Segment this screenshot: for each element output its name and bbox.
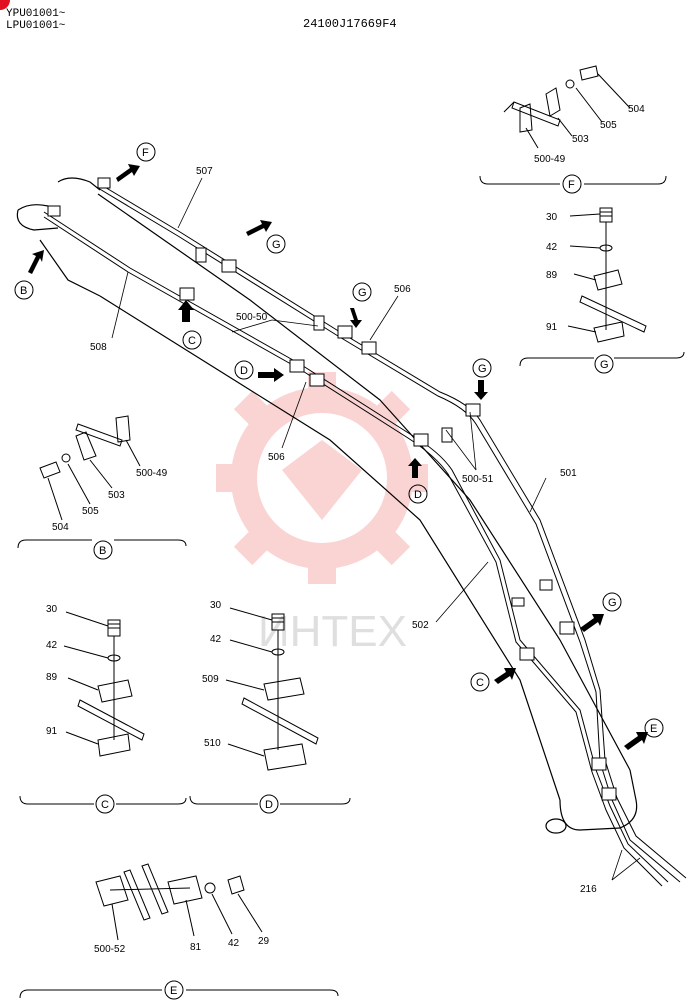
b-label-504: 504 bbox=[52, 522, 69, 533]
b-label-505: 505 bbox=[82, 506, 99, 517]
callout-g-1: G bbox=[272, 239, 281, 251]
g-label-42: 42 bbox=[546, 242, 558, 253]
logo-corner-mark bbox=[0, 0, 10, 10]
callout-g-4: G bbox=[608, 597, 617, 609]
watermark-gear-logo bbox=[216, 372, 428, 584]
watermark-text: ИНТЕХ bbox=[258, 607, 407, 656]
g-label-30: 30 bbox=[546, 212, 558, 223]
detail-d bbox=[189, 607, 351, 814]
view-callouts bbox=[14, 142, 664, 738]
label-506-upper: 506 bbox=[394, 284, 411, 295]
view-label-d: D bbox=[265, 799, 273, 811]
label-508: 508 bbox=[90, 342, 107, 353]
g-label-89: 89 bbox=[546, 270, 558, 281]
hose-clamps bbox=[47, 177, 617, 801]
detail-g bbox=[519, 207, 685, 374]
d-label-42: 42 bbox=[210, 634, 222, 645]
label-500-50: 500-50 bbox=[236, 312, 268, 323]
label-506-lower: 506 bbox=[268, 452, 285, 463]
detail-e bbox=[19, 863, 339, 1000]
view-label-b: B bbox=[99, 545, 106, 557]
document-number: 24100J17669F4 bbox=[303, 17, 397, 31]
d-label-510: 510 bbox=[204, 738, 221, 749]
detail-b bbox=[17, 415, 187, 560]
callout-f: F bbox=[142, 147, 149, 159]
label-216: 216 bbox=[580, 884, 597, 895]
callout-g-3: G bbox=[478, 363, 487, 375]
callout-d-1: D bbox=[240, 365, 248, 377]
c-label-91: 91 bbox=[46, 726, 58, 737]
f-label-504: 504 bbox=[628, 104, 645, 115]
d-label-30: 30 bbox=[210, 600, 222, 611]
g-label-91: 91 bbox=[546, 322, 558, 333]
view-label-e: E bbox=[170, 985, 177, 997]
label-501: 501 bbox=[560, 468, 577, 479]
callout-c-2: C bbox=[476, 677, 484, 689]
c-label-89: 89 bbox=[46, 672, 58, 683]
detail-c bbox=[19, 611, 187, 814]
b-label-503: 503 bbox=[108, 490, 125, 501]
callout-d-2: D bbox=[414, 489, 422, 501]
callout-b: B bbox=[20, 285, 27, 297]
f-label-500-49: 500-49 bbox=[534, 154, 566, 165]
b-label-500-49: 500-49 bbox=[136, 468, 168, 479]
callout-c-1: C bbox=[188, 335, 196, 347]
serial-range-1: YPU01001~ bbox=[6, 8, 66, 20]
e-label-500-52: 500-52 bbox=[94, 944, 126, 955]
f-label-505: 505 bbox=[600, 120, 617, 131]
detail-f bbox=[479, 65, 667, 194]
e-label-29: 29 bbox=[258, 936, 270, 947]
callout-g-2: G bbox=[358, 287, 367, 299]
d-label-509: 509 bbox=[202, 674, 219, 685]
e-label-81: 81 bbox=[190, 942, 202, 953]
c-label-30: 30 bbox=[46, 604, 58, 615]
callout-e: E bbox=[650, 723, 657, 735]
label-500-51: 500-51 bbox=[462, 474, 494, 485]
serial-range-2: LPU01001~ bbox=[6, 20, 66, 32]
f-label-503: 503 bbox=[572, 134, 589, 145]
label-502: 502 bbox=[412, 620, 429, 631]
view-label-g: G bbox=[600, 359, 609, 371]
leader-lines bbox=[111, 177, 641, 881]
hose-508-506-502 bbox=[43, 211, 597, 773]
c-label-42: 42 bbox=[46, 640, 58, 651]
pipes-216 bbox=[591, 759, 687, 887]
label-507: 507 bbox=[196, 166, 213, 177]
view-label-c: C bbox=[101, 799, 109, 811]
direction-arrows bbox=[28, 164, 648, 750]
e-label-42: 42 bbox=[228, 938, 240, 949]
view-label-f: F bbox=[568, 179, 575, 191]
